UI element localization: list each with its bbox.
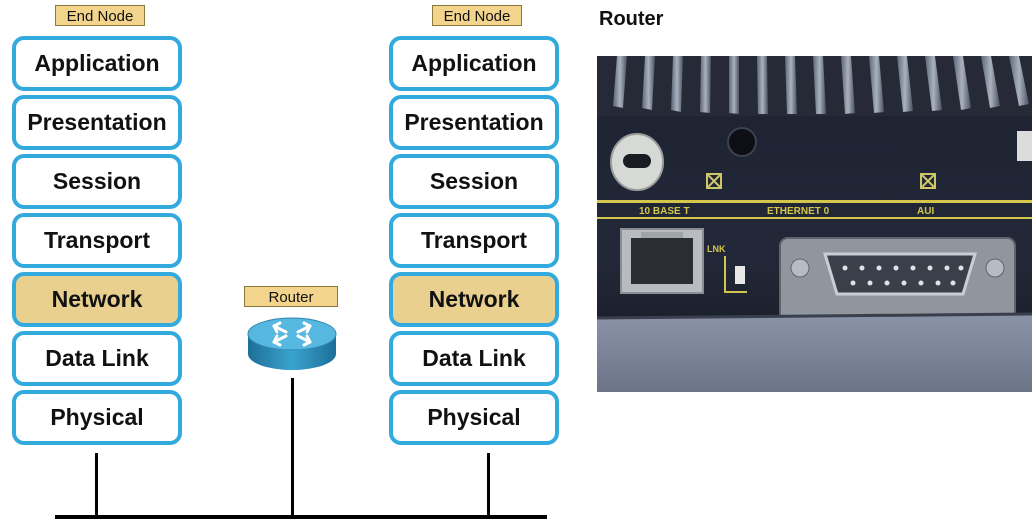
left-end-node-tag: End Node bbox=[55, 5, 145, 26]
right-layer-session: Session bbox=[389, 154, 559, 209]
left-layer-presentation: Presentation bbox=[12, 95, 182, 150]
left-layer-application: Application bbox=[12, 36, 182, 91]
right-layer-transport: Transport bbox=[389, 213, 559, 268]
label-aui: AUI bbox=[917, 206, 934, 217]
left-layer-session: Session bbox=[12, 154, 182, 209]
router-tag: Router bbox=[244, 286, 338, 307]
right-layer-data-link: Data Link bbox=[389, 331, 559, 386]
right-layer-presentation: Presentation bbox=[389, 95, 559, 150]
right-end-node-tag: End Node bbox=[432, 5, 522, 26]
network-bus-line bbox=[55, 515, 547, 519]
right-layer-application: Application bbox=[389, 36, 559, 91]
left-layer-transport: Transport bbox=[12, 213, 182, 268]
label-10-base-t: 10 BASE T bbox=[639, 206, 690, 217]
left-layer-network: Network bbox=[12, 272, 182, 327]
right-osi-stack: Application Presentation Session Transpo… bbox=[389, 36, 559, 449]
label-ethernet-0: ETHERNET 0 bbox=[767, 206, 830, 217]
left-layer-physical: Physical bbox=[12, 390, 182, 445]
left-osi-stack: Application Presentation Session Transpo… bbox=[12, 36, 182, 449]
router-photo: 10 BASE T ETHERNET 0 AUI LNK bbox=[597, 56, 1032, 392]
left-layer-data-link: Data Link bbox=[12, 331, 182, 386]
left-node-drop-line bbox=[95, 453, 98, 518]
photo-title: Router bbox=[599, 8, 664, 30]
right-node-drop-line bbox=[487, 453, 490, 518]
right-layer-physical: Physical bbox=[389, 390, 559, 445]
label-lnk: LNK bbox=[707, 244, 726, 254]
right-layer-network: Network bbox=[389, 272, 559, 327]
router-icon bbox=[247, 317, 337, 370]
router-drop-line bbox=[291, 378, 294, 518]
